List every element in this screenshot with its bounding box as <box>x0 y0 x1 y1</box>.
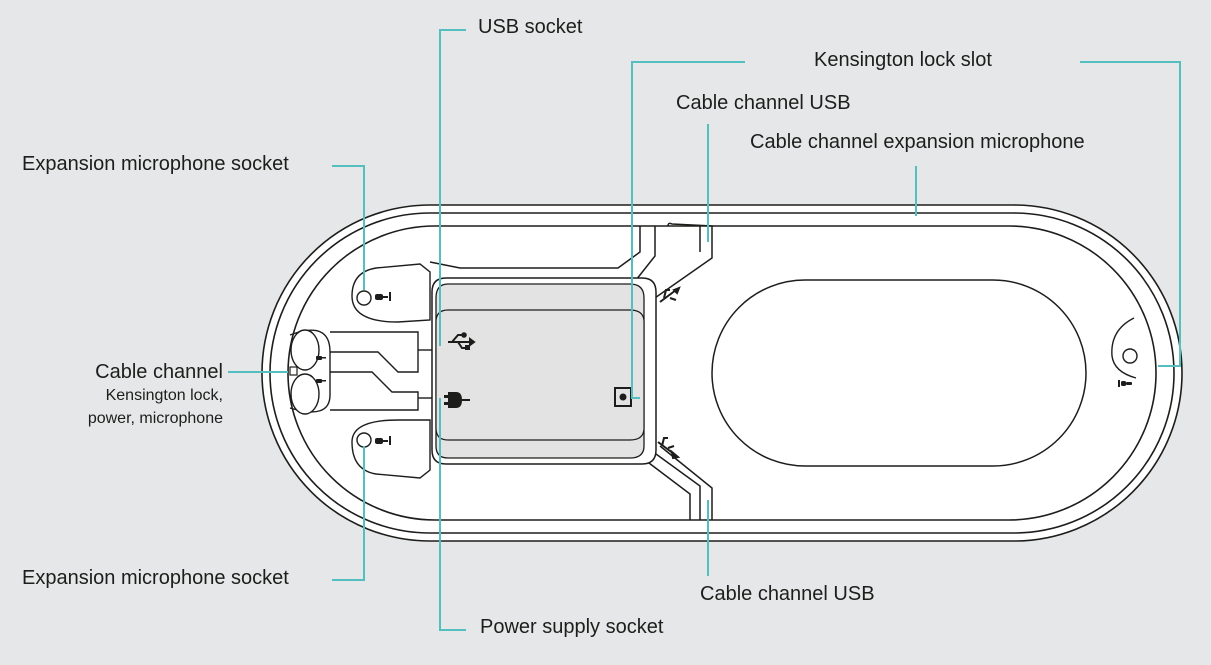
connector-recess <box>431 277 657 465</box>
label-cable-channel-sub-2: power, microphone <box>87 410 223 427</box>
label-cable-channel-sub-1: Kensington lock, <box>105 387 223 404</box>
label-cable-channel-usb-top: Cable channel USB <box>676 92 851 114</box>
kensington-slot <box>1111 317 1138 379</box>
power-plug-icon <box>444 392 470 408</box>
label-kensington-lock-slot: Kensington lock slot <box>814 49 992 71</box>
cable-channel-left <box>289 329 432 415</box>
expansion-mic-socket-bottom <box>351 419 431 479</box>
label-expansion-microphone-socket-top: Expansion microphone socket <box>22 153 289 175</box>
label-usb-socket: USB socket <box>478 16 583 38</box>
cable-channel-usb-bottom <box>644 445 713 520</box>
label-cable-channel-expansion-microphone: Cable channel expansion microphone <box>750 131 1085 153</box>
microphone-jack-icon <box>316 292 1132 445</box>
label-cable-channel-usb-bottom: Cable channel USB <box>700 583 875 605</box>
label-expansion-microphone-socket-bottom: Expansion microphone socket <box>22 567 289 589</box>
speaker-recess <box>711 279 1087 467</box>
usb-icon <box>448 286 681 460</box>
leader-lines <box>228 29 1181 631</box>
label-cable-channel: Cable channel <box>95 361 223 383</box>
label-power-supply-socket: Power supply socket <box>480 616 664 638</box>
cable-channel-usb-top <box>429 222 713 301</box>
